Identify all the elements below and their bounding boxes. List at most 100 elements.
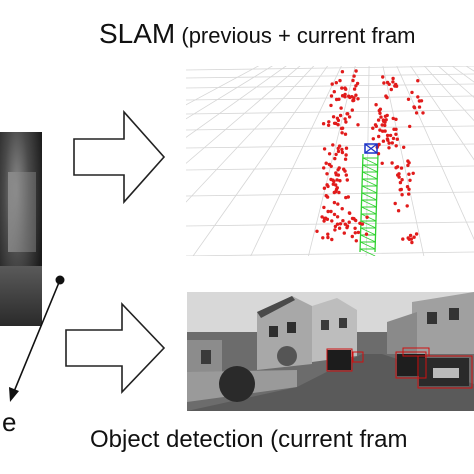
- map-point: [326, 123, 331, 127]
- map-point: [401, 237, 405, 241]
- map-point: [352, 87, 357, 91]
- map-point: [387, 141, 391, 145]
- slam-map-view: [186, 66, 474, 256]
- map-point: [394, 84, 399, 88]
- map-point: [356, 97, 360, 101]
- map-point: [329, 94, 334, 98]
- map-point: [329, 164, 333, 168]
- map-point: [315, 229, 319, 233]
- map-point: [406, 236, 410, 240]
- map-point: [336, 173, 341, 177]
- map-point: [330, 82, 334, 86]
- map-point: [398, 188, 402, 192]
- map-point: [383, 123, 387, 128]
- map-point: [343, 92, 347, 97]
- input-frame-road: [0, 266, 42, 326]
- map-point: [380, 161, 384, 165]
- map-point: [412, 106, 417, 110]
- map-point: [396, 173, 400, 177]
- map-point: [336, 149, 341, 154]
- map-point: [365, 215, 369, 219]
- map-point: [405, 204, 409, 208]
- map-point: [395, 165, 400, 169]
- map-point: [344, 195, 348, 200]
- map-point: [322, 166, 326, 170]
- map-point: [332, 179, 336, 184]
- map-point: [416, 79, 420, 83]
- map-point: [387, 146, 391, 150]
- map-point: [331, 115, 336, 119]
- map-point: [338, 179, 342, 183]
- map-point: [344, 153, 348, 157]
- map-point: [406, 97, 411, 101]
- map-point: [408, 178, 412, 182]
- map-point: [402, 145, 406, 149]
- map-point: [343, 95, 347, 99]
- detection-image: [187, 292, 474, 411]
- map-point: [408, 124, 412, 129]
- map-point: [400, 193, 404, 197]
- map-point: [322, 219, 326, 223]
- input-frame-building: [8, 172, 36, 252]
- map-point: [325, 172, 329, 176]
- map-point: [381, 139, 386, 143]
- map-point: [340, 147, 344, 152]
- map-point: [416, 95, 420, 99]
- map-point: [371, 137, 375, 141]
- map-point: [340, 207, 344, 211]
- map-point: [410, 240, 414, 245]
- map-point: [332, 200, 337, 205]
- map-point: [385, 133, 390, 138]
- map-point: [354, 69, 358, 73]
- map-point: [343, 86, 347, 90]
- map-point: [332, 212, 337, 217]
- map-point: [384, 118, 388, 122]
- map-point: [417, 105, 422, 109]
- map-point: [320, 215, 324, 219]
- map-point: [390, 161, 394, 165]
- map-point: [408, 233, 413, 238]
- map-point: [350, 216, 355, 221]
- map-point: [391, 76, 395, 81]
- map-point: [392, 127, 396, 131]
- map-point: [412, 235, 416, 239]
- pointer-line: [12, 279, 61, 395]
- map-point: [331, 143, 335, 147]
- map-point: [340, 86, 344, 90]
- map-point: [345, 178, 349, 182]
- map-point: [407, 192, 411, 196]
- map-point: [326, 184, 330, 189]
- map-point: [383, 114, 388, 118]
- map-point: [353, 231, 357, 235]
- map-point: [410, 90, 414, 95]
- map-point: [407, 172, 411, 176]
- map-point: [330, 237, 334, 242]
- map-point: [378, 111, 382, 115]
- map-point: [379, 115, 383, 119]
- map-point: [334, 152, 338, 157]
- map-point: [322, 205, 326, 210]
- detection-title: Object detection (current fram: [90, 426, 408, 453]
- map-point: [356, 230, 361, 235]
- map-point: [335, 178, 339, 182]
- map-point: [383, 129, 387, 133]
- pointer-arrow: [9, 275, 65, 402]
- map-point: [356, 123, 360, 127]
- map-point: [324, 194, 328, 198]
- map-point: [339, 106, 343, 110]
- map-point: [347, 94, 351, 98]
- map-point: [344, 173, 348, 177]
- slam-title-sub: (previous + current fram: [175, 23, 416, 48]
- map-point: [329, 103, 333, 108]
- ground-grid: [186, 66, 474, 256]
- map-point: [344, 146, 349, 150]
- map-point: [351, 78, 355, 83]
- map-point: [338, 113, 343, 118]
- map-point: [332, 90, 336, 94]
- map-point: [338, 222, 343, 226]
- map-point: [354, 239, 358, 243]
- map-point: [337, 190, 341, 195]
- map-point: [396, 209, 401, 213]
- map-point: [352, 98, 356, 103]
- map-points: [315, 69, 425, 245]
